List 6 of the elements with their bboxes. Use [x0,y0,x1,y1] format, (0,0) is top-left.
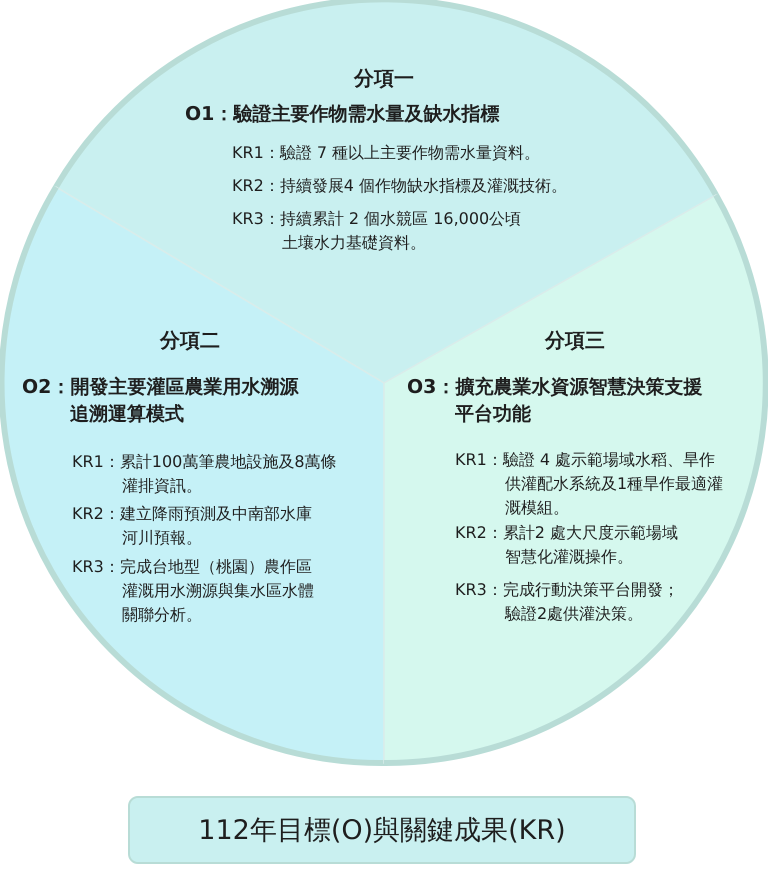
title-text: 112年目標(O)與關鍵成果(KR) [198,814,566,848]
title-panel [128,796,636,864]
key-result-text: KR1：驗證 7 種以上主要作物需水量資料。 [232,142,542,164]
objective-text: O1：驗證主要作物需水量及缺水指標 [185,102,500,127]
key-result-text: KR2：持續發展4 個作物缺水指標及灌溉技術。 [232,175,568,197]
section-heading: 分項一 [354,66,414,90]
